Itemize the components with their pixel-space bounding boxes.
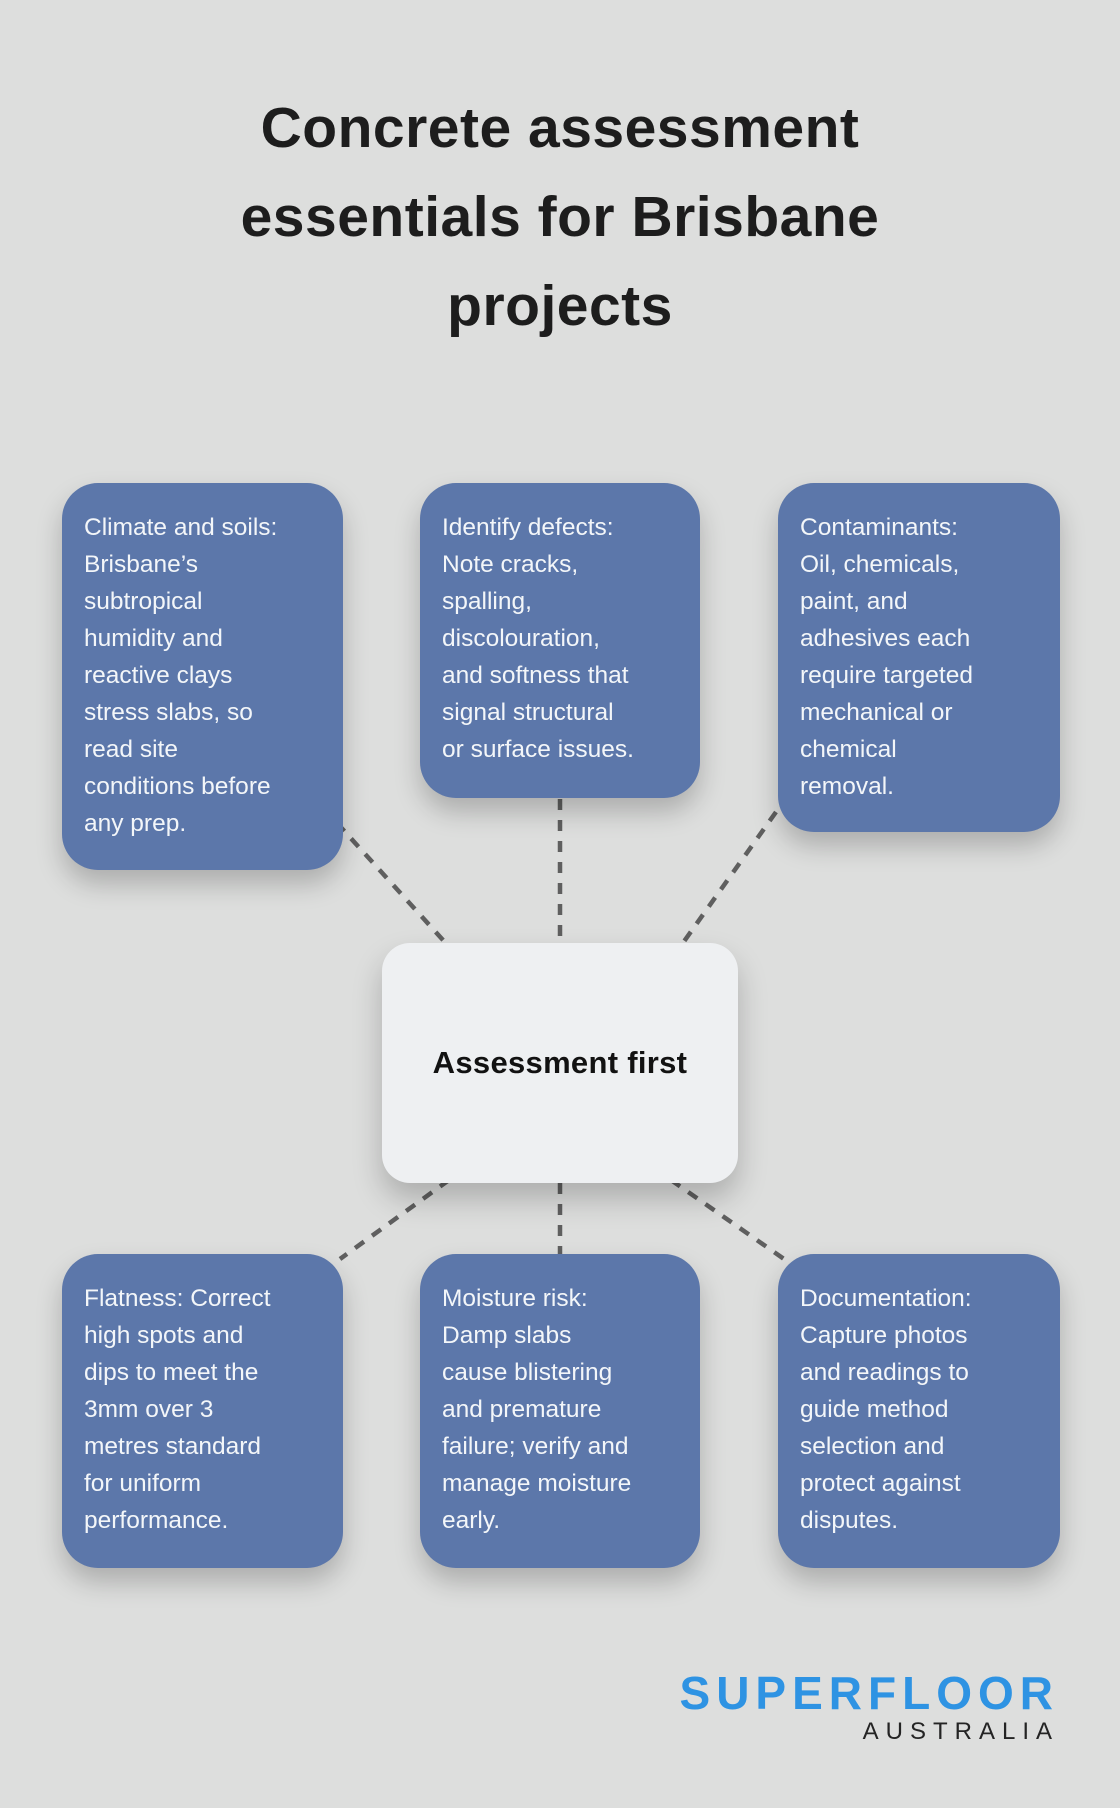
topic-box-moisture-risk: Moisture risk: Damp slabs cause blisteri…: [420, 1254, 700, 1568]
topic-box-documentation: Documentation: Capture photos and readin…: [778, 1254, 1060, 1568]
topic-box-identify-defects: Identify defects: Note cracks, spalling,…: [420, 483, 700, 798]
connector-center-to-flatness: [338, 1178, 451, 1261]
connector-contaminants-to-center: [678, 810, 778, 949]
topic-box-contaminants: Contaminants: Oil, chemicals, paint, and…: [778, 483, 1060, 832]
page-title: Concrete assessment essentials for Brisb…: [240, 96, 880, 338]
brand-logo: SUPERFLOOR AUSTRALIA: [680, 1669, 1059, 1746]
topic-box-climate-and-soils: Climate and soils: Brisbane’s subtropica…: [62, 483, 343, 870]
topic-box-flatness: Flatness: Correct high spots and dips to…: [62, 1254, 343, 1568]
central-node: Assessment first: [382, 943, 738, 1183]
brand-logo-name: SUPERFLOOR: [679, 1667, 1059, 1719]
brand-logo-region: AUSTRALIA: [862, 1718, 1059, 1745]
connector-climate-to-center: [335, 821, 454, 952]
connector-center-to-documentation: [669, 1178, 786, 1261]
central-node-label: Assessment first: [432, 1045, 688, 1080]
